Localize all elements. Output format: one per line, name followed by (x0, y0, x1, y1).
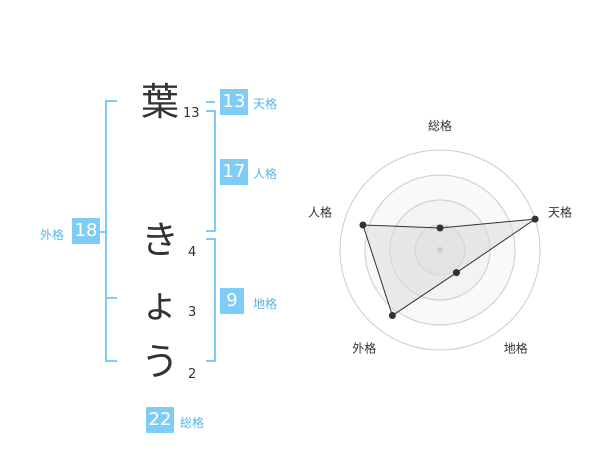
radar-point-3 (388, 312, 396, 320)
gaikaku-bracket (105, 100, 117, 362)
jinkaku-label: 人格 (253, 167, 278, 181)
chikaku-badge: 9 (220, 288, 244, 314)
gaikaku-badge: 18 (72, 218, 100, 244)
radar-point-1 (531, 215, 539, 223)
chikaku-label: 地格 (253, 297, 278, 311)
gaikaku-connector (99, 231, 106, 233)
radar-point-4 (359, 221, 367, 229)
name-char-4: う (140, 340, 179, 384)
name-char-1: 葉 (140, 80, 179, 124)
radar-axis-label-0: 総格 (428, 118, 452, 133)
chikaku-bracket (206, 238, 216, 362)
radar-axis-label-2: 地格 (504, 341, 528, 356)
name-char-2: き (140, 218, 179, 262)
radar-axis-label-3: 外格 (352, 341, 376, 356)
tenkaku-badge: 13 (220, 89, 248, 115)
radar-axis-label-1: 天格 (548, 204, 572, 219)
radar-center-marker (437, 247, 443, 253)
radar-point-2 (452, 269, 460, 277)
soukaku-badge: 22 (146, 407, 174, 433)
radar-point-0 (436, 224, 444, 232)
name-char-3: ょ (140, 282, 179, 326)
gaikaku-label: 外格 (40, 228, 65, 242)
radar-axis-label-4: 人格 (308, 204, 332, 219)
tenkaku-bracket (206, 101, 215, 103)
stroke-count-2: 4 (188, 245, 197, 260)
jinkaku-bracket (206, 110, 216, 232)
jinkaku-badge: 17 (220, 159, 248, 185)
radar-series-area (362, 218, 536, 317)
soukaku-label: 総格 (180, 416, 205, 430)
tenkaku-label: 天格 (253, 97, 278, 111)
stroke-count-4: 2 (188, 367, 197, 382)
gaikaku-bracket-mid (105, 297, 117, 299)
stroke-count-3: 3 (188, 305, 197, 320)
stroke-count-1: 13 (183, 106, 200, 121)
